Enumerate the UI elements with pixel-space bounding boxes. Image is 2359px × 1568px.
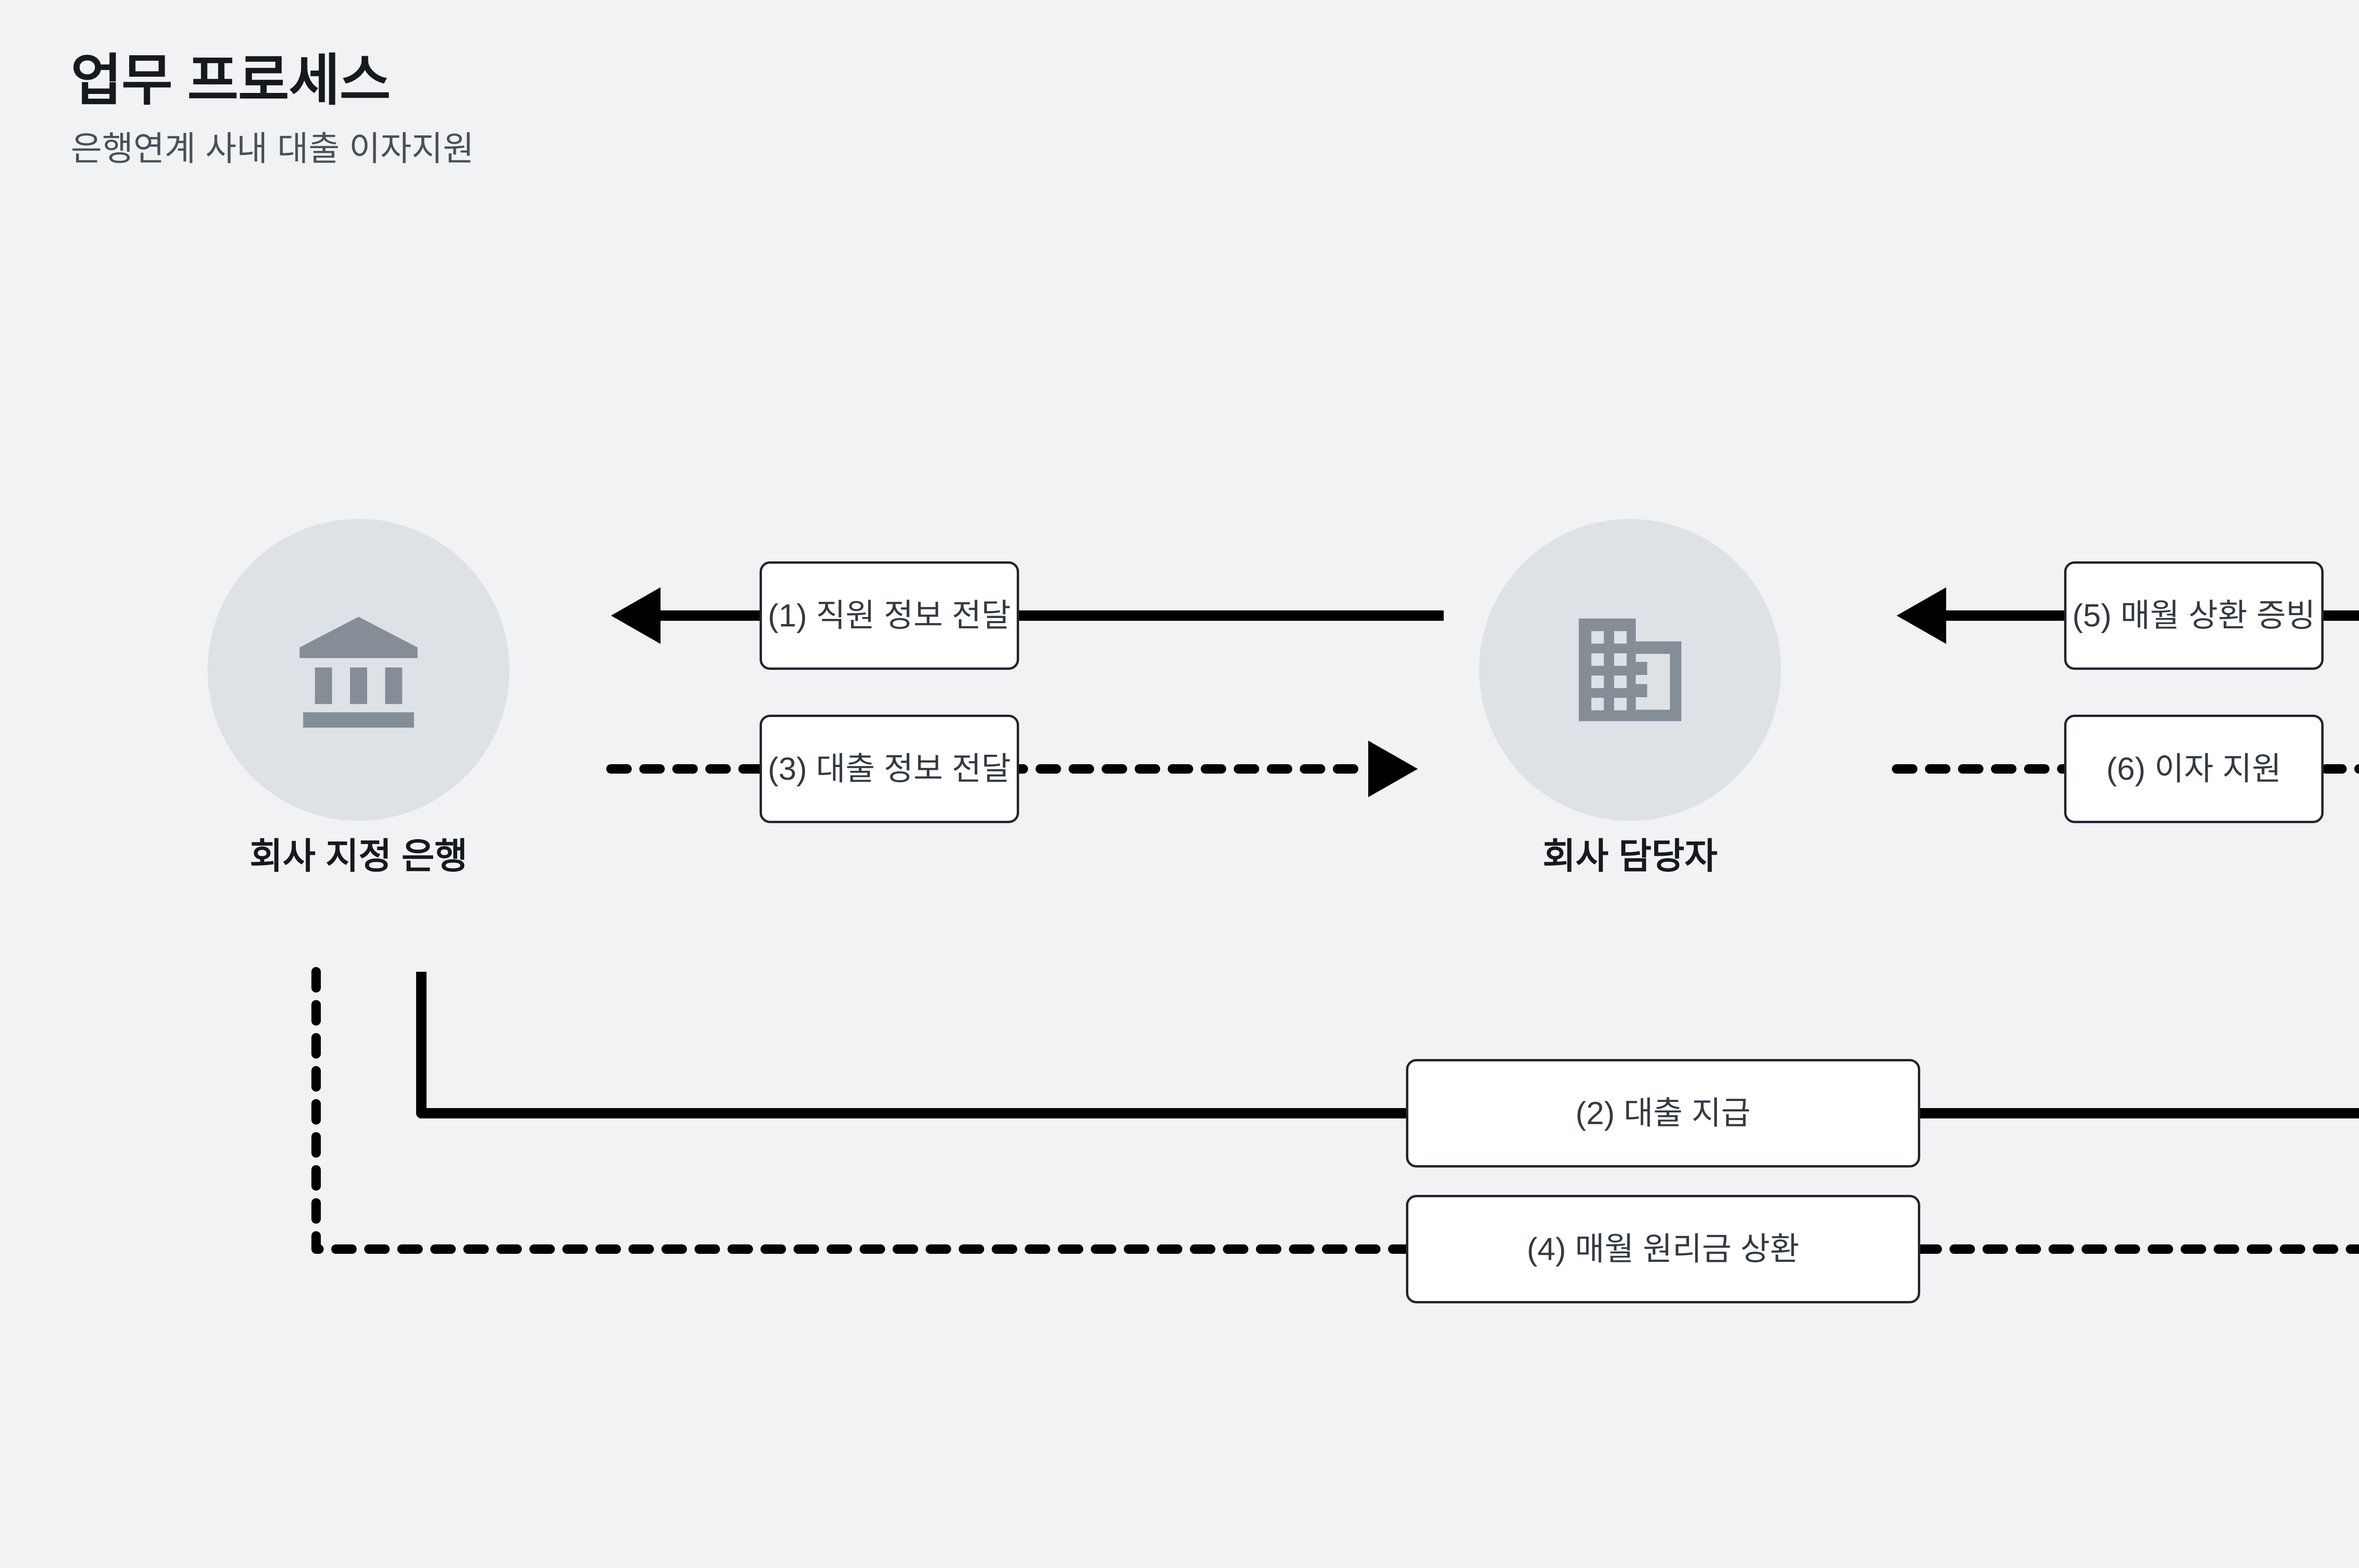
edge-label-step-6[interactable]: (6) 이자 지원 xyxy=(2064,715,2324,823)
page-title: 업무 프로세스 xyxy=(71,50,391,112)
node-manager-circle xyxy=(1479,519,1781,821)
node-manager[interactable]: 회사 담당자 xyxy=(1479,519,1781,876)
node-bank[interactable]: 회사 지정 은행 xyxy=(208,519,510,876)
edge-label-step-3[interactable]: (3) 대출 정보 전달 xyxy=(760,715,1019,823)
edge-step-1 xyxy=(611,587,1444,644)
bank-icon xyxy=(288,599,429,741)
page-subtitle: 은행연계 사내 대출 이자지원 xyxy=(71,130,474,168)
edge-label-step-1[interactable]: (1) 직원 정보 전달 xyxy=(760,561,1019,670)
header: 업무 프로세스 은행연계 사내 대출 이자지원 xyxy=(71,50,1486,170)
edge-step-2 xyxy=(416,972,2359,1118)
edge-step-6 xyxy=(1892,764,2359,774)
node-bank-label: 회사 지정 은행 xyxy=(250,836,468,876)
node-bank-circle xyxy=(208,519,510,821)
edge-label-step-5[interactable]: (5) 매월 상환 증빙 xyxy=(2064,561,2324,670)
edge-label-step-2[interactable]: (2) 대출 지급 xyxy=(1406,1059,1920,1168)
edge-label-step-4[interactable]: (4) 매월 원리금 상환 xyxy=(1406,1195,1920,1303)
node-manager-label: 회사 담당자 xyxy=(1542,836,1718,876)
office-building-icon xyxy=(1562,601,1698,738)
